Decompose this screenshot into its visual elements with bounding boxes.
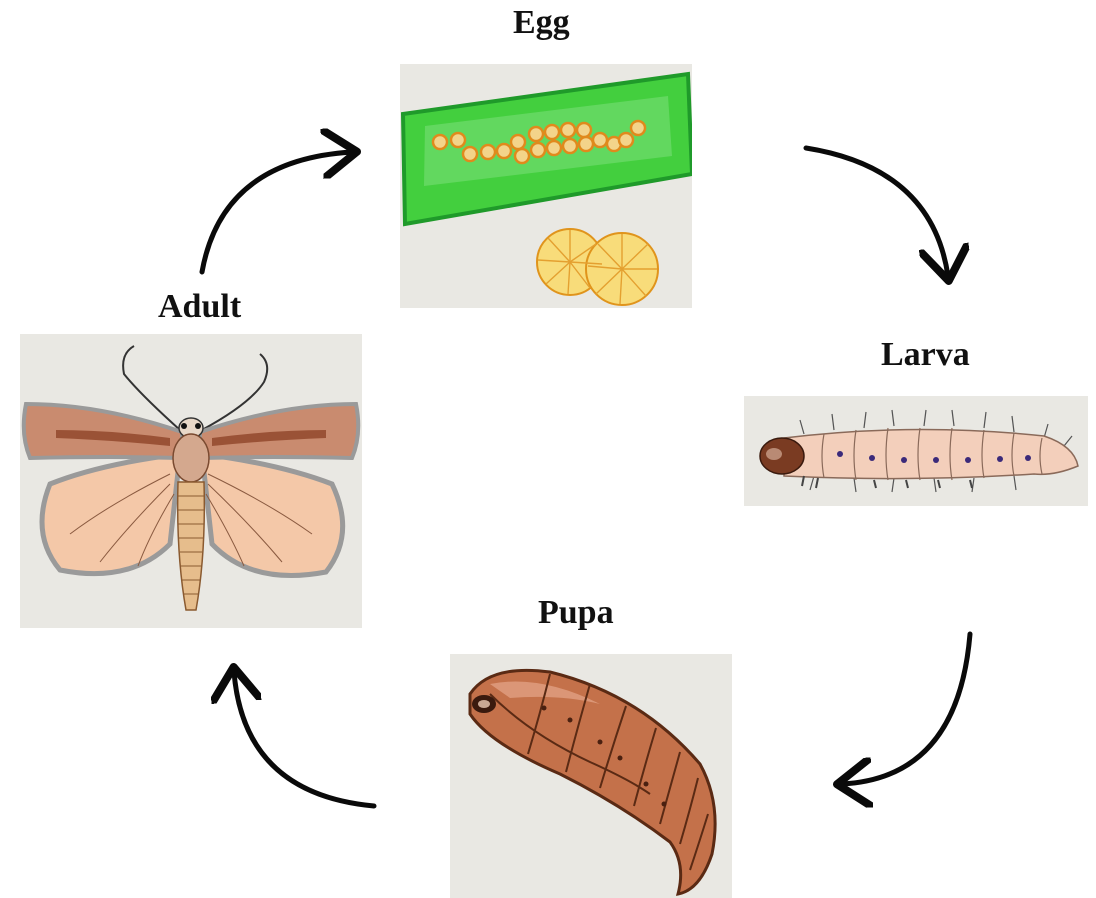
arrow-pupa-to-adult <box>234 672 374 806</box>
arrow-egg-to-larva <box>806 148 948 276</box>
arrow-larva-to-pupa <box>842 634 970 784</box>
arrow-adult-to-egg <box>202 152 352 272</box>
